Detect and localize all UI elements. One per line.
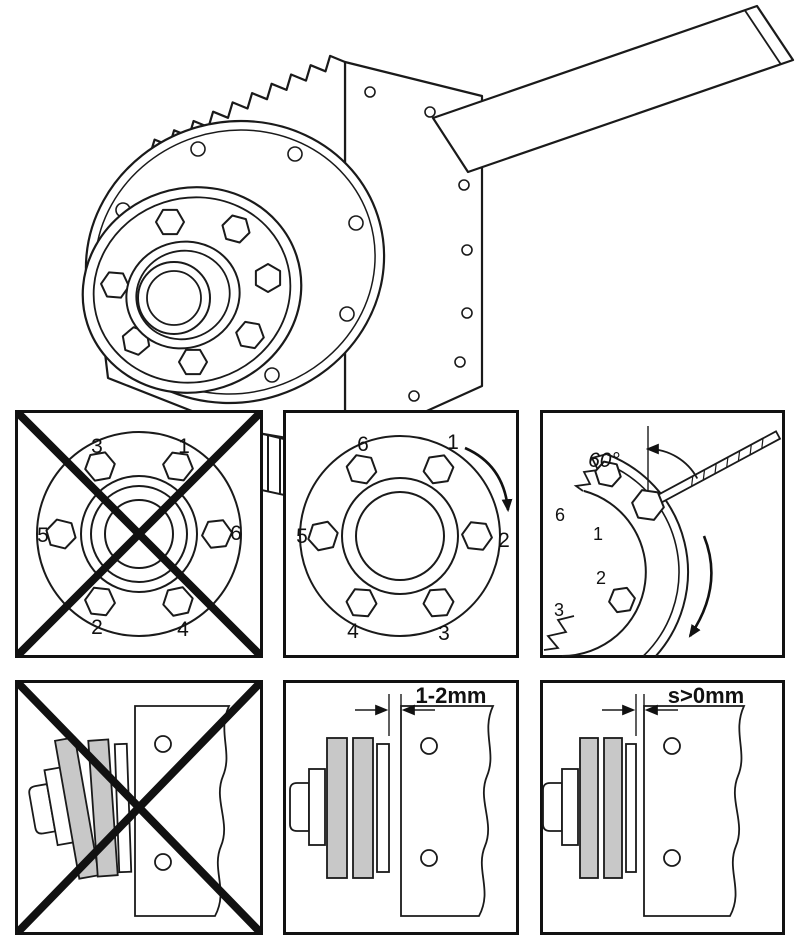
sequence-direction-arrow-icon xyxy=(464,446,513,513)
bolt-number-label: 1 xyxy=(593,524,603,544)
shrink-dis c-ring xyxy=(326,737,348,879)
bolt-number-label: 1 xyxy=(447,431,459,454)
housing-right-face xyxy=(343,60,484,450)
bolt-number-label: 2 xyxy=(498,529,510,552)
flange-face xyxy=(299,435,501,637)
prohibition-cross-icon xyxy=(15,410,263,658)
angle-label: 60° xyxy=(588,449,620,472)
bolt-number-label: 6 xyxy=(357,433,369,456)
bolt-number-label: 6 xyxy=(230,522,242,545)
shaft-end xyxy=(542,768,579,846)
bolt-number-labels: 6 1 5 2 4 3 xyxy=(296,431,510,645)
hex-bolt-icon xyxy=(344,587,379,618)
panel-gap-s-greater-0: s>0mm xyxy=(540,680,785,935)
dimension-label: 1-2mm xyxy=(416,683,487,708)
shrink-disc xyxy=(81,186,303,394)
prohibition-cross-icon xyxy=(15,680,263,935)
hex-bolt-icon xyxy=(199,518,235,550)
panel-gap-1-2mm: 1-2mm xyxy=(283,680,519,935)
shrink-disc-ring xyxy=(603,737,623,879)
bolt-number-label: 3 xyxy=(438,622,450,645)
hex-bolt-icon xyxy=(606,586,638,614)
shrink-disc-ring xyxy=(352,737,374,879)
shaft-end xyxy=(289,768,326,846)
bolt-number-label: 4 xyxy=(177,618,189,641)
bolt-number-label: 2 xyxy=(91,616,103,639)
sequence-direction-arrow-icon xyxy=(688,535,713,638)
dimension-label: s>0mm xyxy=(668,683,744,708)
panel-wrong-bolt-sequence: 3 1 5 6 2 4 xyxy=(15,410,263,658)
bolt-number-labels: 6 1 2 3 xyxy=(554,505,606,620)
bolt-number-labels: 3 1 5 6 2 4 xyxy=(37,435,242,641)
dimension-indicator: s>0mm xyxy=(602,683,744,736)
hex-bolt-icon xyxy=(421,587,456,618)
clamp-collar xyxy=(113,742,133,874)
bolt-number-label: 3 xyxy=(554,600,564,620)
clamp-collar xyxy=(625,743,637,873)
shrink-disc-ring xyxy=(579,737,599,879)
shaft-end xyxy=(28,766,75,847)
flange-segment xyxy=(543,453,690,657)
bolt-number-label: 6 xyxy=(555,505,565,525)
hex-bolt-icon xyxy=(155,208,185,236)
machine-plate xyxy=(400,705,495,917)
bolt-number-label: 5 xyxy=(37,524,49,547)
dimension-indicator: 1-2mm xyxy=(355,683,486,736)
hex-bolt-icon xyxy=(178,348,208,376)
bolt-number-label: 5 xyxy=(296,525,308,548)
flange-face xyxy=(36,431,242,637)
bolt-number-label: 3 xyxy=(91,435,103,458)
bolt-number-label: 1 xyxy=(178,435,190,458)
panel-tilted-mounting-wrong xyxy=(15,680,263,935)
angle-arc-arrow-icon xyxy=(645,443,699,479)
clamp-collar xyxy=(376,743,390,873)
machine-plate xyxy=(643,705,746,917)
hex-bolt-icon xyxy=(304,519,342,553)
hex-bolt-icon xyxy=(420,453,457,486)
hex-bolt-icon xyxy=(459,520,495,552)
torque-wrench-icon xyxy=(644,430,782,510)
gearbox-isometric-drawing xyxy=(81,4,795,506)
hex-bolt-icon xyxy=(82,586,118,617)
panel-tightening-angle: 60° 6 1 2 3 xyxy=(540,410,785,658)
shrink-disc-ring xyxy=(53,736,101,880)
bolt-number-label: 2 xyxy=(596,568,606,588)
hex-bolt-icon xyxy=(343,452,380,486)
panel-correct-bolt-sequence: 6 1 5 2 4 3 xyxy=(283,410,519,658)
bolt-number-label: 4 xyxy=(347,620,359,643)
input-shaft xyxy=(431,4,795,174)
